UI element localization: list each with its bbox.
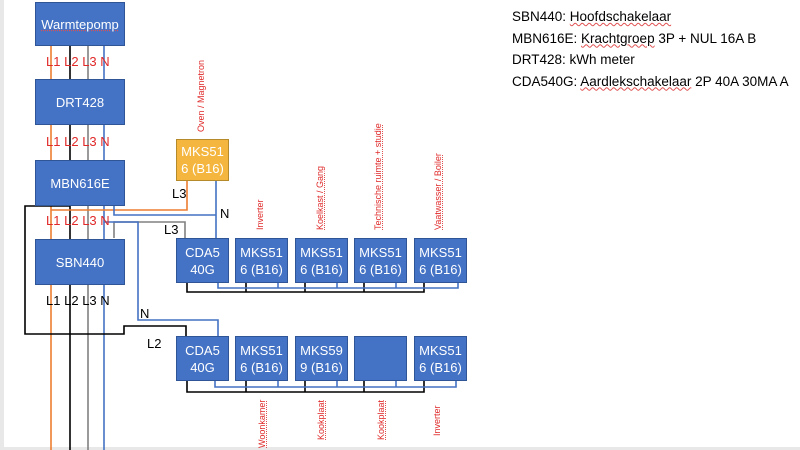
rcd-bottom-label: CDA5 40G xyxy=(185,342,220,375)
busbar-top-blue xyxy=(217,282,459,289)
phase-labels-row-4: L1 L2 L3 N xyxy=(46,293,110,308)
breaker-bottom-4: MKS51 6 (B16) xyxy=(414,336,467,381)
oven-label: Oven / Magnetron xyxy=(196,59,206,132)
breaker-top-3: MKS51 6 (B16) xyxy=(354,238,407,283)
rcd-bottom-n-label: N xyxy=(140,306,150,321)
oven-n-label: N xyxy=(220,206,230,221)
phase-labels-row-3: L1 L2 L3 N xyxy=(46,213,110,228)
breaker-top-1: MKS51 6 (B16) xyxy=(235,238,288,283)
sbn440-box: SBN440 xyxy=(35,239,125,285)
breaker-top-4: MKS51 6 (B16) xyxy=(414,238,467,283)
legend-item: DRT428: kWh meter xyxy=(512,52,635,67)
group-top-label-4: Vaatwasser / Boiler xyxy=(433,153,443,230)
breaker-bottom-3 xyxy=(354,336,407,381)
breaker-bottom-1: MKS51 6 (B16) xyxy=(235,336,288,381)
group-bottom-label-4: Inverter xyxy=(432,405,442,436)
drt428-box: DRT428 xyxy=(35,79,125,125)
phase-labels-row-2: L1 L2 L3 N xyxy=(46,134,110,149)
legend-item: SBN440: Hoofdschakelaar xyxy=(512,9,672,24)
wire-l3-rcd-top xyxy=(113,221,186,240)
phase-labels-row-1: L1 L2 L3 N xyxy=(46,54,110,69)
oven-breaker-label: MKS51 6 (B16) xyxy=(181,144,224,176)
rcd-bottom-box: CDA5 40G xyxy=(176,336,229,381)
warmtepomp-label: Warmtepomp xyxy=(41,16,119,32)
rcd-top-l3-label: L3 xyxy=(164,222,179,237)
group-bottom-label-3: Kookplaat xyxy=(376,399,386,440)
group-top-label-1: Inverter xyxy=(255,199,265,230)
breaker-top-2: MKS51 6 (B16) xyxy=(295,238,348,283)
page-bottom-edge xyxy=(0,447,800,450)
mbn616e-label: MBN616E xyxy=(50,175,110,191)
breaker-bottom-2: MKS59 9 (B16) xyxy=(295,336,348,381)
wire-l1-oven xyxy=(51,180,188,211)
legend-item: MBN616E: Krachtgroep 3P + NUL 16A B xyxy=(512,30,757,46)
wire-n-rcd-bottom xyxy=(104,221,219,338)
sbn440-label: SBN440 xyxy=(55,254,105,270)
oven-l3-label: L3 xyxy=(172,186,187,201)
group-top-label-2: Koelkast / Gang xyxy=(315,165,325,230)
page-left-edge xyxy=(0,0,4,450)
wire-n-oven xyxy=(113,190,216,216)
rcd-top-box: CDA5 40G xyxy=(176,238,229,283)
group-bottom-label-1: Woonkamer xyxy=(257,399,267,448)
busbar-bottom-blue xyxy=(214,381,457,388)
mbn616e-box: MBN616E xyxy=(35,160,125,206)
rcd-bottom-l2-label: L2 xyxy=(147,336,162,351)
group-top-label-3: Technische ruimte + studie xyxy=(373,123,383,230)
wire-l2-rcd-bottom xyxy=(24,205,187,338)
rcd-top-label: CDA5 40G xyxy=(185,244,220,277)
drt428-label: DRT428 xyxy=(55,94,105,110)
warmtepomp-box: Warmtepomp xyxy=(35,2,125,46)
legend-item: CDA540G: Aardlekschakelaar 2P 40A 30MA A xyxy=(512,73,789,89)
oven-breaker-box: MKS51 6 (B16) xyxy=(176,139,229,181)
legend: SBN440: Hoofdschakelaar MBN616E: Krachtg… xyxy=(512,6,789,92)
group-bottom-label-2: Kookplaat xyxy=(316,399,326,440)
